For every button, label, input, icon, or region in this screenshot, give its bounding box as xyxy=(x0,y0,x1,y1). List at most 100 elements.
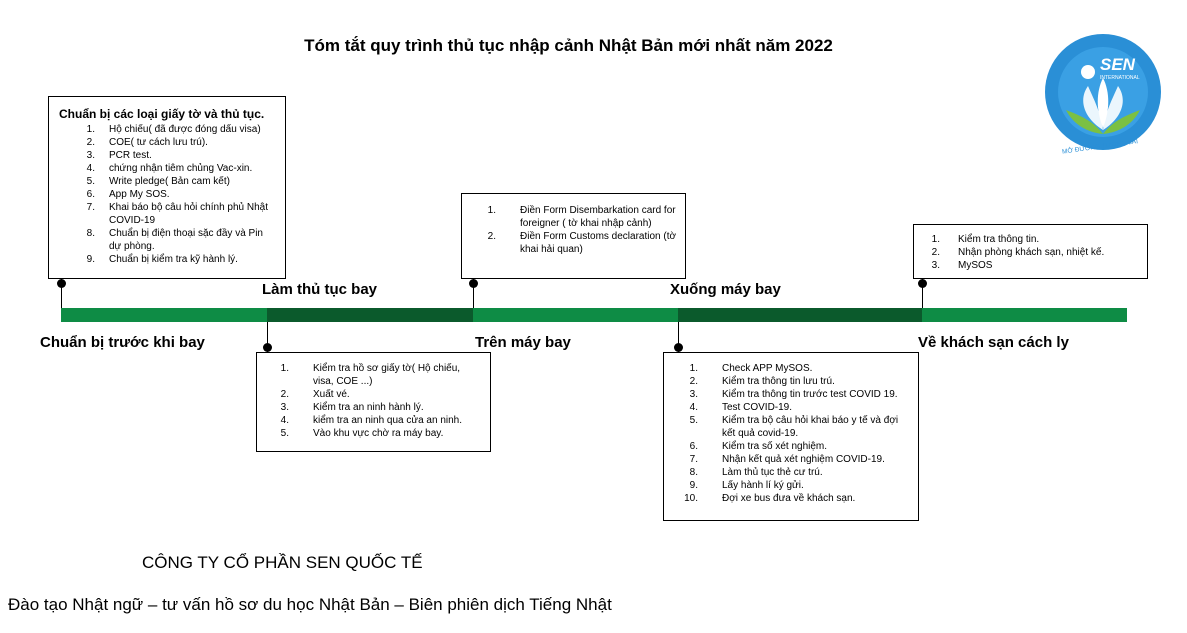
list-item-number: 2. xyxy=(280,389,289,400)
list-item-number: 2. xyxy=(931,247,940,258)
list-item: 1. Kiểm tra hồ sơ giấy tờ( Hộ chiếu, visa… xyxy=(265,362,482,388)
list-item-number: 2. xyxy=(689,376,698,387)
list-item: 6.App My SOS. xyxy=(59,188,277,201)
list-item-number: 3. xyxy=(689,389,698,400)
list-item-text: Đợi xe bus đưa về khách sạn. xyxy=(722,493,856,504)
list-item-number: 1. xyxy=(280,363,289,374)
list-item-text: Kiểm tra an ninh hành lý. xyxy=(313,402,424,413)
list-item-number: 3. xyxy=(280,402,289,413)
list-item-number: 5. xyxy=(86,176,95,187)
box-check-in: 1. Kiểm tra hồ sơ giấy tờ( Hộ chiếu, visa… xyxy=(256,352,491,452)
timeline-segment-5 xyxy=(922,308,1127,322)
list-item-text: Điền Form Disembarkation card for foreig… xyxy=(520,205,676,229)
box-quarantine-hotel: 1. Kiểm tra thông tin. 2. Nhận phòng khách … xyxy=(913,224,1148,279)
list-item-text: Kiểm tra bộ câu hỏi khai báo y tế và đợi… xyxy=(722,415,899,439)
list-item-text: Hộ chiếu( đã được đóng dấu visa) xyxy=(109,124,261,135)
list-item: 4. chứng nhận tiêm chủng Vac-xin. xyxy=(59,162,277,175)
stage-label-5: Về khách sạn cách ly xyxy=(918,334,1069,351)
stage-label-1: Chuẩn bị trước khi bay xyxy=(40,334,205,351)
list-item-text: Xuất vé. xyxy=(313,389,350,400)
list-item-text: COE( tư cách lưu trú). xyxy=(109,137,208,148)
list-item-number: 10. xyxy=(684,493,698,504)
list-item: 1.Điền Form Disembarkation card for fore… xyxy=(470,204,677,230)
list-item: 3. PCR test. xyxy=(59,149,277,162)
list-item-text: Vào khu vực chờ ra máy bay. xyxy=(313,428,444,439)
connector-5 xyxy=(922,279,923,308)
box-on-plane: 1.Điền Form Disembarkation card for fore… xyxy=(461,193,686,279)
list-item-text: Kiểm tra thông tin. xyxy=(958,234,1040,245)
list-item-text: Làm thủ tục thẻ cư trú. xyxy=(722,467,823,478)
list-item: 8.Chuẩn bị điện thoại sặc đầy và Pin dự … xyxy=(59,227,277,253)
list-item: 5. Vào khu vực chờ ra máy bay. xyxy=(265,427,482,440)
list-item-number: 6. xyxy=(86,189,95,200)
connector-3 xyxy=(473,279,474,308)
box3-list: 1.Điền Form Disembarkation card for fore… xyxy=(470,204,677,256)
list-item-number: 5. xyxy=(280,428,289,439)
page-title: Tóm tắt quy trình thủ tục nhập cảnh Nhật… xyxy=(304,36,833,55)
timeline-segment-4 xyxy=(678,308,922,322)
list-item: 4. Test COVID-19. xyxy=(672,401,910,414)
list-item-number: 4. xyxy=(280,415,289,426)
list-item: 7. Nhận kết quả xét nghiệm COVID-19. xyxy=(672,453,910,466)
list-item-text: Nhận phòng khách sạn, nhiệt kế. xyxy=(958,247,1105,258)
timeline-segment-1 xyxy=(61,308,267,322)
list-item-text: Chuẩn bị điện thoại sặc đầy và Pin dự ph… xyxy=(109,228,263,252)
list-item: 5.Write pledge( Bản cam kết) xyxy=(59,175,277,188)
list-item: 1. Hộ chiếu( đã được đóng dấu visa) xyxy=(59,123,277,136)
list-item: 8.Làm thủ tục thẻ cư trú. xyxy=(672,466,910,479)
stage-label-2: Làm thủ tục bay xyxy=(262,281,378,298)
list-item-text: Test COVID-19. xyxy=(722,402,793,413)
box-pre-flight: Chuẩn bị các loại giấy tờ và thủ tục. 1.… xyxy=(48,96,286,279)
list-item: 1. Kiểm tra thông tin. xyxy=(922,233,1139,246)
timeline-dot-2 xyxy=(263,343,272,352)
list-item-text: chứng nhận tiêm chủng Vac-xin. xyxy=(109,163,253,174)
list-item-number: 3. xyxy=(86,150,95,161)
company-name: CÔNG TY CỔ PHẦN SEN QUỐC TẾ xyxy=(142,553,423,572)
list-item-text: PCR test. xyxy=(109,150,152,161)
list-item: 7. Khai báo bộ câu hỏi chính phủ Nhật COV… xyxy=(59,201,277,227)
timeline-dot-3 xyxy=(469,279,478,288)
company-tagline: Đào tạo Nhật ngữ – tư vấn hồ sơ du học N… xyxy=(8,595,612,614)
list-item: 3. Kiểm tra an ninh hành lý. xyxy=(265,401,482,414)
list-item: 6.Kiểm tra số xét nghiệm. xyxy=(672,440,910,453)
list-item: 1.Check APP MySOS. xyxy=(672,362,910,375)
list-item: 2. Điền Form Customs declaration (tờ khai… xyxy=(470,230,677,256)
list-item: 9.Chuẩn bị kiểm tra kỹ hành lý. xyxy=(59,253,277,266)
list-item: 3.Kiểm tra thông tin trước test COVID 19… xyxy=(672,388,910,401)
list-item-number: 1. xyxy=(86,124,95,135)
list-item-number: 4. xyxy=(86,163,95,174)
list-item: 9.Lấy hành lí ký gửi. xyxy=(672,479,910,492)
list-item-text: Check APP MySOS. xyxy=(722,363,813,374)
list-item-number: 4. xyxy=(689,402,698,413)
list-item-number: 5. xyxy=(689,415,698,426)
list-item: 2. Nhận phòng khách sạn, nhiệt kế. xyxy=(922,246,1139,259)
list-item: 5. Kiểm tra bộ câu hỏi khai báo y tế và đ… xyxy=(672,414,910,440)
box1-heading: Chuẩn bị các loại giấy tờ và thủ tục. xyxy=(59,107,265,121)
timeline-segment-3 xyxy=(473,308,678,322)
list-item-text: Chuẩn bị kiểm tra kỹ hành lý. xyxy=(109,254,238,265)
list-item: 2. Xuất vé. xyxy=(265,388,482,401)
list-item-text: Điền Form Customs declaration (tờ khai h… xyxy=(520,231,677,255)
connector-4 xyxy=(678,322,679,352)
list-item-number: 7. xyxy=(86,202,95,213)
list-item-text: MySOS xyxy=(958,260,993,271)
list-item-number: 7. xyxy=(689,454,698,465)
list-item-number: 3. xyxy=(931,260,940,271)
connector-1 xyxy=(61,279,62,308)
list-item: 2. Kiểm tra thông tin lưu trú. xyxy=(672,375,910,388)
list-item: 3. MySOS xyxy=(922,259,1139,272)
stage-label-3: Trên máy bay xyxy=(475,334,571,351)
list-item: 10. Đợi xe bus đưa về khách sạn. xyxy=(672,492,910,505)
box-arrival: 1.Check APP MySOS.2. Kiểm tra thông tin … xyxy=(663,352,919,521)
list-item: 2. COE( tư cách lưu trú). xyxy=(59,136,277,149)
list-item-text: Khai báo bộ câu hỏi chính phủ Nhật COVID… xyxy=(109,202,269,226)
list-item-number: 2. xyxy=(487,231,496,242)
list-item: 4.kiểm tra an ninh qua cửa an ninh. xyxy=(265,414,482,427)
connector-2 xyxy=(267,322,268,352)
list-item-number: 1. xyxy=(931,234,940,245)
timeline-dot-1 xyxy=(57,279,66,288)
list-item-number: 2. xyxy=(86,137,95,148)
list-item-text: Kiểm tra hồ sơ giấy tờ( Hộ chiếu, visa, … xyxy=(313,363,461,387)
list-item-text: Nhận kết quả xét nghiệm COVID-19. xyxy=(722,454,885,465)
box1-list: 1. Hộ chiếu( đã được đóng dấu visa)2. CO… xyxy=(59,123,277,266)
